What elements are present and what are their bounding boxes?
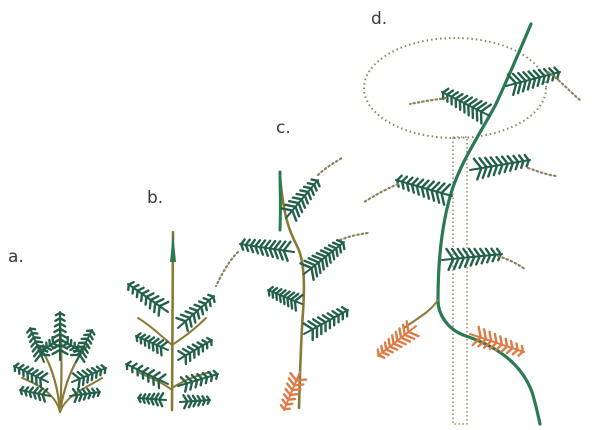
pinnate-leaf bbox=[282, 180, 320, 221]
leaflets bbox=[183, 395, 209, 408]
pinnate-leaf bbox=[301, 240, 345, 280]
growth-guide-dotted bbox=[364, 184, 398, 202]
panel-label-c: c. bbox=[276, 118, 291, 138]
plant-stage-b bbox=[126, 232, 218, 410]
pinnate-leaf bbox=[442, 249, 502, 270]
pinnate-leaf bbox=[178, 371, 218, 392]
panel-label-a: a. bbox=[8, 247, 24, 267]
panel-label-d: d. bbox=[371, 9, 387, 29]
plant-stage-c bbox=[216, 158, 368, 410]
pinnate-leaf bbox=[240, 240, 294, 261]
leaflets bbox=[178, 338, 211, 364]
plant-stage-a bbox=[14, 312, 106, 412]
plant-stage-d bbox=[364, 24, 580, 424]
old-leaf-orange bbox=[378, 321, 419, 357]
growth-guide-dotted bbox=[498, 256, 526, 270]
pinnate-leaf bbox=[442, 89, 491, 124]
leaflets bbox=[181, 371, 217, 392]
pinnate-leaf bbox=[396, 176, 452, 205]
leaflets bbox=[269, 287, 303, 311]
shoot-tip bbox=[170, 232, 176, 262]
pinnate-leaf bbox=[20, 387, 50, 402]
growth-guide-dotted bbox=[318, 158, 342, 175]
growth-guide-dotted bbox=[216, 252, 238, 286]
pinnate-leaf bbox=[268, 287, 302, 311]
leaflets bbox=[241, 240, 290, 261]
growth-guide-dotted bbox=[340, 233, 368, 240]
leaflets bbox=[508, 68, 559, 95]
pinnate-leaf bbox=[53, 312, 68, 360]
pinnate-leaf bbox=[138, 393, 166, 406]
pinnate-leaf bbox=[177, 295, 215, 331]
leaflets bbox=[282, 180, 320, 221]
pinnate-leaf bbox=[14, 364, 48, 387]
leaflets bbox=[474, 155, 529, 179]
growth-guide-dotted bbox=[528, 168, 558, 176]
leaflets bbox=[443, 89, 491, 124]
pinnate-leaf bbox=[128, 282, 168, 316]
pinnate-leaf bbox=[304, 307, 348, 340]
pinnate-leaf bbox=[72, 365, 106, 387]
leaflets bbox=[378, 321, 419, 357]
leaflets bbox=[281, 373, 306, 409]
leaflets bbox=[21, 387, 48, 402]
pinnate-leaf bbox=[470, 155, 530, 179]
growth-guide-dotted bbox=[410, 98, 446, 104]
pinnate-leaf bbox=[70, 389, 100, 402]
pinnate-leaf bbox=[62, 337, 82, 353]
stem bbox=[404, 300, 438, 328]
leaflets bbox=[304, 307, 348, 340]
old-leaf-orange bbox=[281, 372, 306, 410]
leaflets bbox=[139, 393, 164, 406]
stem bbox=[172, 318, 206, 345]
leaflets bbox=[397, 176, 450, 205]
leaflets bbox=[15, 364, 48, 387]
growth-guide-dotted bbox=[548, 72, 580, 100]
panel-label-b: b. bbox=[147, 188, 163, 208]
pinnate-leaf bbox=[180, 395, 210, 408]
leaflets bbox=[73, 389, 99, 402]
pinnate-leaf bbox=[178, 338, 212, 364]
pinnate-leaf bbox=[506, 68, 560, 95]
leaflets bbox=[73, 365, 105, 387]
